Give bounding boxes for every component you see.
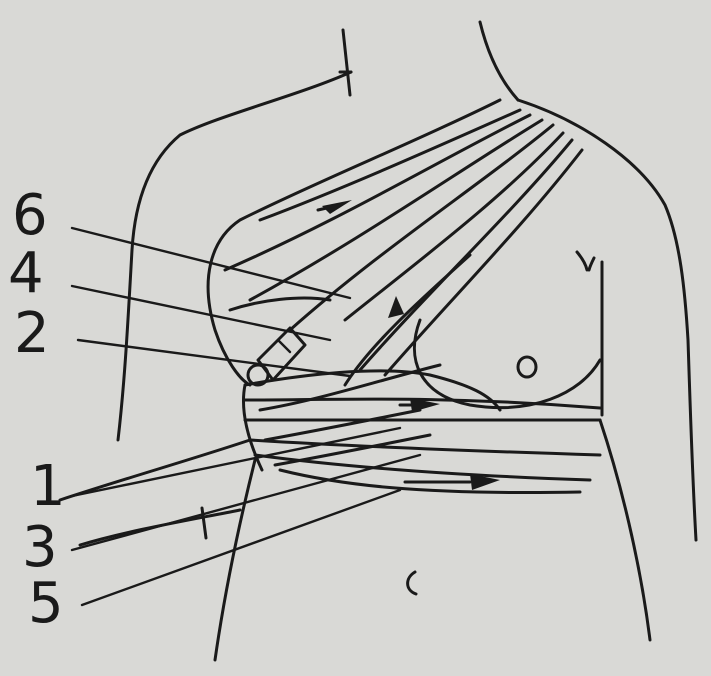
leader-4 — [72, 286, 330, 340]
spica-inner-edge — [385, 150, 582, 375]
label-1: 1 — [30, 454, 66, 519]
left-waist-line — [215, 460, 255, 660]
breast — [414, 320, 600, 408]
leader-1 — [72, 428, 400, 496]
right-shoulder-line — [518, 100, 696, 540]
breast-contour — [414, 320, 600, 408]
right-waist-line — [600, 420, 650, 640]
leader-6 — [72, 228, 350, 298]
roll-body — [258, 328, 305, 380]
chest-bandage-turns — [244, 365, 600, 493]
arm-lower-edge — [80, 510, 240, 545]
neck-right-line — [480, 22, 518, 100]
armpit-tick-line — [577, 252, 587, 270]
label-6: 6 — [12, 183, 48, 248]
label-2: 2 — [14, 301, 50, 366]
navel-mark — [408, 572, 416, 594]
shoulder-bandage-turns — [208, 100, 582, 385]
roll-stripe — [278, 340, 290, 352]
body-outline — [118, 22, 696, 660]
left-shoulder-line — [118, 72, 351, 440]
spica-outer-edge — [208, 100, 500, 385]
arm-upper-edge — [60, 440, 250, 500]
arrow-up-icon — [388, 296, 404, 318]
leader-5 — [82, 490, 400, 605]
label-5: 5 — [28, 571, 64, 636]
leader-2 — [78, 340, 350, 376]
spica-turn-2 — [225, 115, 530, 270]
spica-turn-5 — [345, 133, 563, 320]
nipple-circle — [518, 357, 536, 377]
label-4: 4 — [8, 241, 44, 306]
neck-left-line — [343, 30, 350, 95]
armpit-tick-line-2 — [589, 258, 594, 270]
number-labels: 6 4 2 1 3 5 — [8, 183, 66, 636]
circular-wrap-2 — [265, 410, 420, 440]
spica-turn-6 — [360, 140, 572, 370]
spica-turn-1 — [260, 110, 520, 220]
